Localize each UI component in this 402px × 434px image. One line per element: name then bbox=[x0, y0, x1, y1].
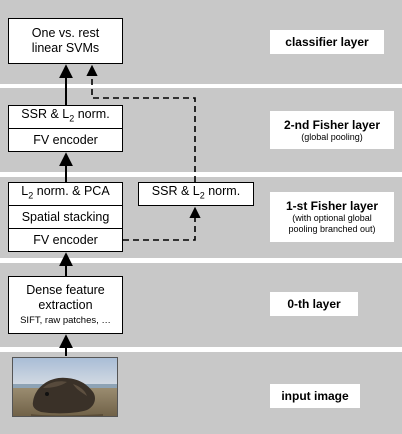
input-photo bbox=[12, 357, 118, 417]
l2-pca-text: L2 norm. & PCA bbox=[21, 184, 110, 201]
ssr-norm-branch-box: SSR & L2 norm. bbox=[138, 182, 254, 206]
svm-line2: linear SVMs bbox=[31, 41, 100, 55]
fisher2-layer-label: 2-nd Fisher layer (global pooling) bbox=[270, 111, 394, 149]
fisher1-layer-subtitle-1: (with optional global bbox=[292, 213, 372, 223]
fv-encoder-1-text: FV encoder bbox=[33, 232, 98, 247]
classifier-layer-label: classifier layer bbox=[270, 30, 384, 54]
layer0-title: 0-th layer bbox=[287, 297, 341, 311]
spatial-stacking-box: Spatial stacking bbox=[8, 205, 123, 229]
dense-line3: SIFT, raw patches, … bbox=[20, 314, 111, 326]
ssr-norm-2-text: SSR & L2 norm. bbox=[21, 107, 110, 124]
fisher1-layer-subtitle-2: pooling branched out) bbox=[288, 224, 376, 234]
svm-line1: One vs. rest bbox=[31, 26, 100, 40]
input-layer-title: input image bbox=[281, 389, 349, 403]
svm-box: One vs. rest linear SVMs bbox=[8, 18, 123, 64]
fv-encoder-box-2: FV encoder bbox=[8, 128, 123, 152]
fisher2-layer-title: 2-nd Fisher layer bbox=[283, 117, 381, 132]
dashed-branch-ssr-to-svm bbox=[86, 64, 196, 182]
fisher1-layer-title: 1-st Fisher layer bbox=[285, 199, 379, 213]
dense-line2: extraction bbox=[38, 297, 93, 312]
fv-encoder-box-1: FV encoder bbox=[8, 228, 123, 252]
dashed-branch-fv1-to-ssr bbox=[123, 206, 201, 241]
input-layer-label: input image bbox=[270, 384, 360, 408]
ssr-norm-box-2: SSR & L2 norm. bbox=[8, 105, 123, 129]
ssr-norm-branch-text: SSR & L2 norm. bbox=[151, 184, 241, 201]
layer0-label: 0-th layer bbox=[270, 292, 358, 316]
classifier-layer-title: classifier layer bbox=[285, 35, 369, 49]
dense-feature-box: Dense feature extraction SIFT, raw patch… bbox=[8, 276, 123, 334]
fisher2-layer-subtitle: (global pooling) bbox=[301, 131, 363, 142]
l2-pca-box: L2 norm. & PCA bbox=[8, 182, 123, 206]
dense-line1: Dense feature bbox=[26, 282, 105, 297]
spatial-stacking-text: Spatial stacking bbox=[21, 209, 110, 224]
fv-encoder-2-text: FV encoder bbox=[33, 132, 98, 147]
fisher1-layer-label: 1-st Fisher layer (with optional global … bbox=[270, 192, 394, 242]
